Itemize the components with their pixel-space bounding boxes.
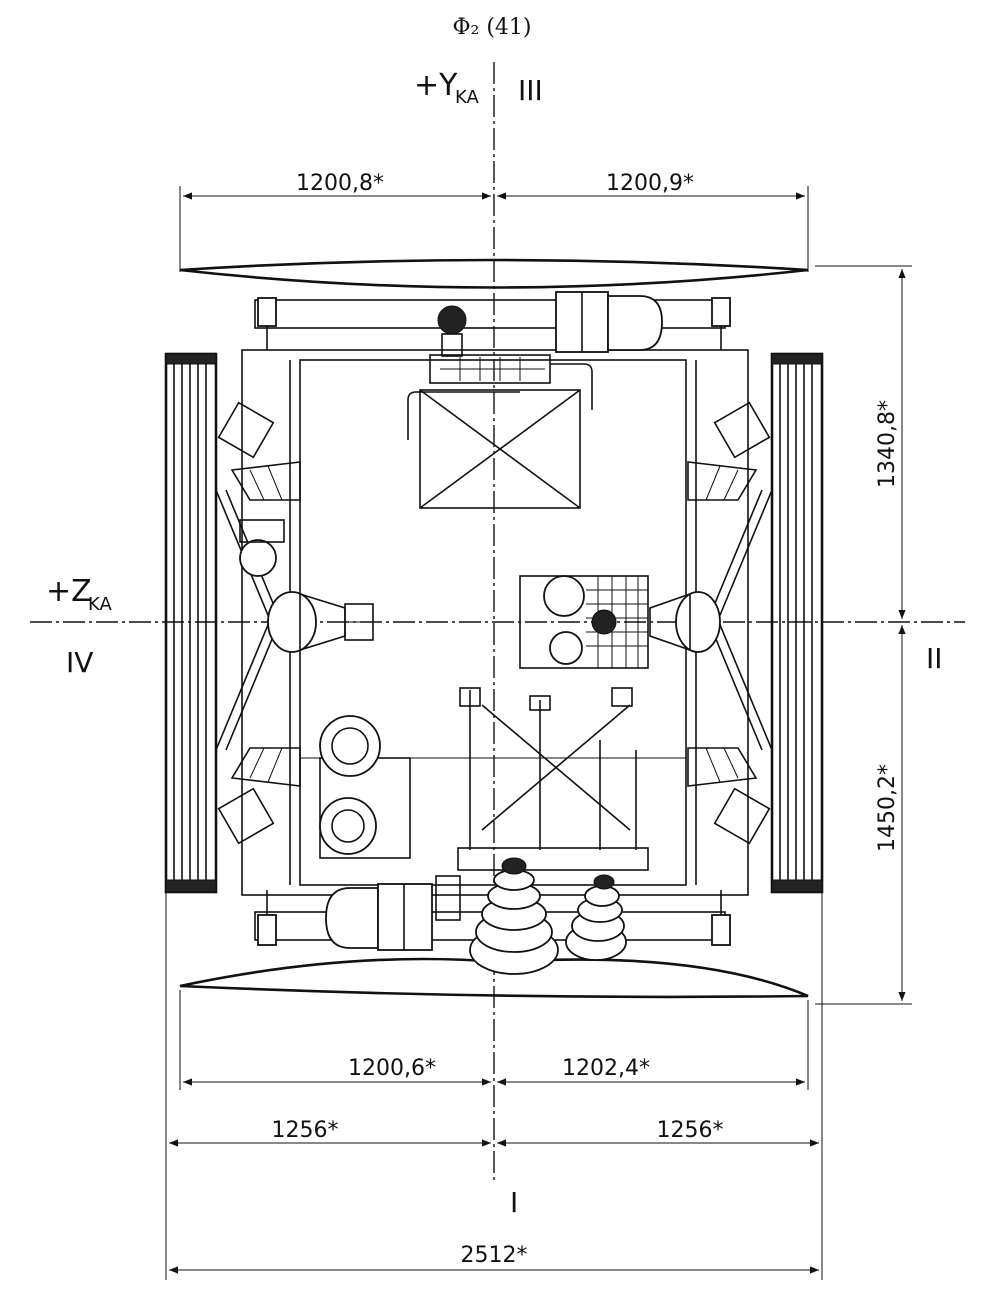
top-instrument-block: [407, 305, 593, 509]
bottom-radiator-plate: [179, 957, 809, 999]
dim-bottom2-left-text: 1256*: [272, 1118, 339, 1143]
left-solar-panel: [164, 352, 218, 894]
quadrant-ii-label: II: [926, 642, 943, 675]
secondary-engine-nozzle: [565, 874, 627, 961]
lower-truss: [457, 687, 649, 871]
right-grid-panel: [519, 575, 649, 669]
right-grid-lines: [586, 576, 648, 668]
dimension-right: 1340,8* 1450,2*: [815, 265, 912, 1005]
sheet-title: Φ₂ (41): [452, 15, 531, 40]
quadrant-iv-label: IV: [66, 646, 93, 679]
beam-feet: [257, 297, 731, 946]
axis-z-subscript: KA: [88, 594, 112, 615]
top-radiator-plate: [179, 258, 809, 289]
dim-top-right-text: 1200,9*: [606, 171, 694, 196]
dimension-overall: 2512*: [169, 1243, 819, 1274]
axis-y-subscript: KA: [455, 87, 479, 108]
dim-top-left-text: 1200,8*: [296, 171, 384, 196]
axis-label-plus-z: +Z KA: [46, 574, 112, 615]
nozzle-mount-box: [435, 875, 461, 921]
quadrant-iii-label: III: [518, 74, 543, 107]
main-engine-nozzle: [469, 857, 559, 975]
axis-z-text: +Z: [46, 574, 92, 609]
top-instrument-grid: [440, 357, 545, 381]
dimension-bottom-1: 1200,6* 1202,4*: [179, 990, 809, 1090]
axis-y-text: +Y: [414, 68, 458, 103]
dimension-top: 1200,8* 1200,9*: [179, 171, 809, 272]
right-cone-unit: [649, 591, 721, 653]
left-cone-unit: [267, 591, 374, 653]
dim-bottom1-left-text: 1200,6*: [348, 1056, 436, 1081]
bottom-left-capsule: [325, 883, 433, 951]
dim-right-lower-text: 1450,2*: [875, 764, 900, 852]
dimension-bottom-2: 1256* 1256*: [165, 890, 823, 1280]
left-side-tanks: [239, 519, 411, 859]
dim-bottom1-right-text: 1202,4*: [562, 1056, 650, 1081]
spacecraft-top-view: [164, 258, 824, 999]
quadrant-i-label: I: [510, 1186, 518, 1219]
dim-bottom2-right-text: 1256*: [657, 1118, 724, 1143]
dim-right-upper-text: 1340,8*: [875, 400, 900, 488]
dim-overall-text: 2512*: [461, 1243, 528, 1268]
axis-label-plus-y: +Y KA: [414, 68, 479, 108]
right-solar-panel: [770, 352, 824, 894]
top-right-capsule: [555, 291, 663, 353]
